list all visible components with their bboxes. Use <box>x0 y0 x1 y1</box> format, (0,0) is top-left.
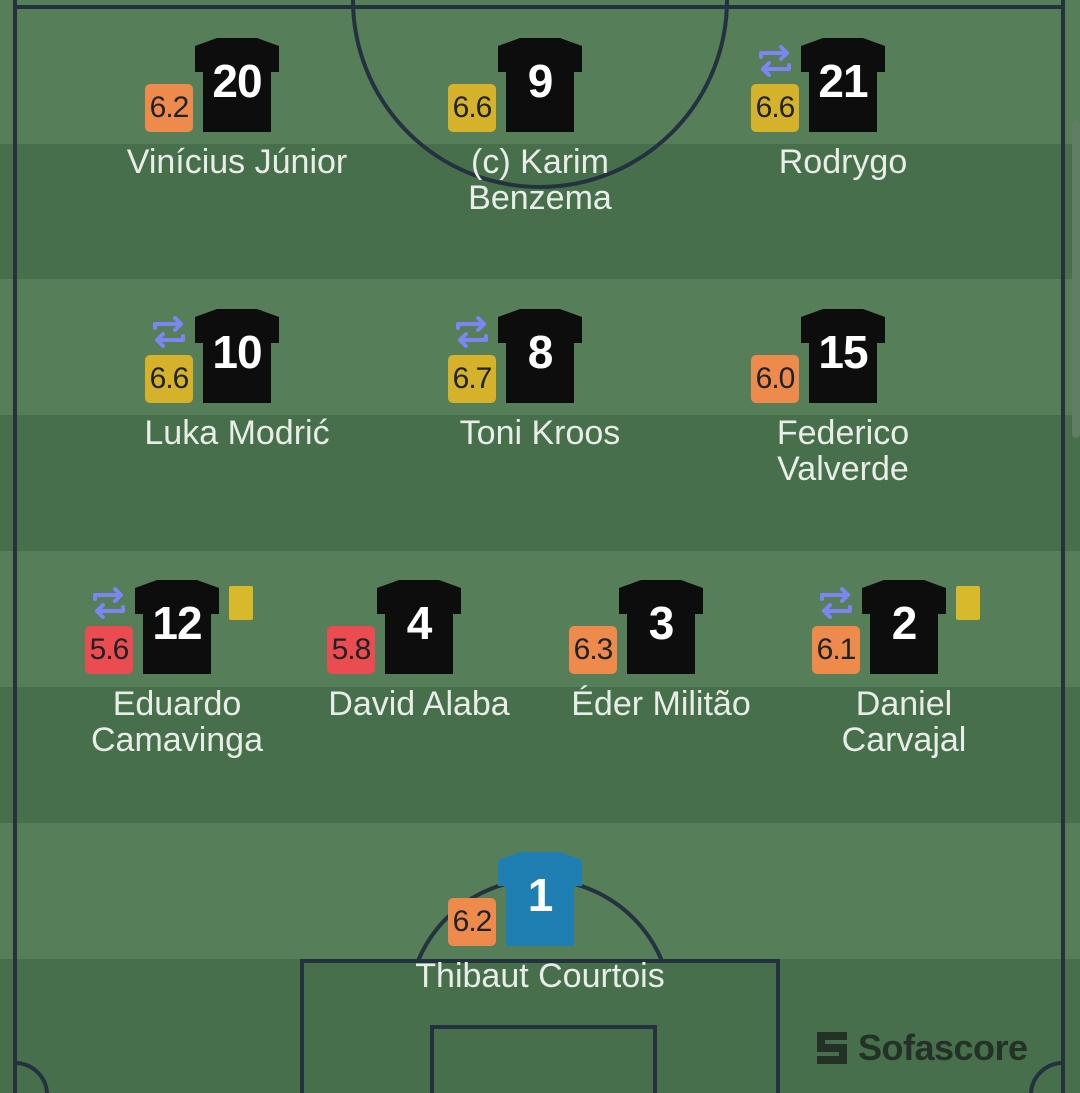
player-name-line: Federico <box>776 414 910 452</box>
player-rating: 6.2 <box>448 898 496 946</box>
yellow-card-icon <box>956 586 980 620</box>
jersey: 12 <box>135 580 219 674</box>
jersey-icon <box>801 38 885 132</box>
player-rating: 6.2 <box>145 84 193 132</box>
player-name-line: (c) Karim <box>471 143 609 181</box>
yellow-card-icon <box>229 586 253 620</box>
jersey-icon <box>498 852 582 946</box>
jersey-icon <box>801 309 885 403</box>
player-name-line: Luka Modrić <box>144 414 330 452</box>
jersey-number: 9 <box>527 55 554 107</box>
swap-arrows-icon <box>153 316 185 348</box>
player-name: Thibaut Courtois <box>410 958 670 994</box>
jersey: 21 <box>801 38 885 132</box>
jersey-number: 2 <box>891 597 918 649</box>
player-name-line: Camavinga <box>91 721 263 759</box>
pitch-stripe <box>0 144 1080 279</box>
player-name-line: Benzema <box>468 179 612 217</box>
jersey: 9 <box>498 38 582 132</box>
jersey-number: 21 <box>818 55 868 107</box>
jersey: 20 <box>195 38 279 132</box>
jersey-icon <box>195 38 279 132</box>
jersey-number: 8 <box>527 326 554 378</box>
player-name-line: Carvajal <box>841 721 967 759</box>
player-rating: 6.0 <box>751 355 799 403</box>
jersey: 4 <box>377 580 461 674</box>
jersey-icon <box>619 580 703 674</box>
jersey-number: 1 <box>527 869 554 921</box>
pitch-stripe <box>0 687 1080 823</box>
player-name-line: Daniel <box>855 685 953 723</box>
jersey: 1 <box>498 852 582 946</box>
jersey-icon <box>498 38 582 132</box>
jersey-icon <box>135 580 219 674</box>
player-rating: 6.6 <box>145 355 193 403</box>
brand-name: Sofascore <box>858 1027 1028 1068</box>
pitch-stripe <box>0 415 1080 551</box>
jersey-number: 3 <box>648 597 675 649</box>
jersey-icon <box>377 580 461 674</box>
jersey-number: 12 <box>152 597 202 649</box>
jersey-icon <box>195 309 279 403</box>
player-rating: 5.6 <box>85 626 133 674</box>
jersey: 8 <box>498 309 582 403</box>
player-name-line: Rodrygo <box>778 143 908 181</box>
swap-arrows-icon <box>93 587 125 619</box>
player-name-line: David Alaba <box>328 685 510 723</box>
player-name: Vinícius Júnior <box>107 144 367 180</box>
player-name-line: Valverde <box>777 450 909 488</box>
player-rating: 6.6 <box>751 84 799 132</box>
scrollbar[interactable] <box>1072 120 1080 438</box>
jersey: 10 <box>195 309 279 403</box>
swap-arrows-icon <box>456 316 488 348</box>
player-name-line: Thibaut Courtois <box>415 957 665 995</box>
jersey-number: 15 <box>818 326 868 378</box>
player-name: David Alaba <box>289 686 549 722</box>
swap-arrows-icon <box>759 45 791 77</box>
player-name: Toni Kroos <box>410 415 670 451</box>
player-rating: 6.1 <box>812 626 860 674</box>
player-name: Rodrygo <box>713 144 973 180</box>
player-rating: 5.8 <box>327 626 375 674</box>
jersey-icon <box>862 580 946 674</box>
sofascore-logo-icon <box>817 1032 847 1064</box>
player-name-line: Éder Militão <box>571 685 751 723</box>
player-name: Luka Modrić <box>107 415 367 451</box>
player-rating: 6.3 <box>569 626 617 674</box>
sofascore-brand: Sofascore <box>814 1027 1028 1068</box>
swap-arrows-icon <box>820 587 852 619</box>
player-rating: 6.7 <box>448 355 496 403</box>
jersey: 3 <box>619 580 703 674</box>
player-rating: 6.6 <box>448 84 496 132</box>
jersey: 15 <box>801 309 885 403</box>
player-name-line: Vinícius Júnior <box>126 143 348 181</box>
jersey-number: 10 <box>212 326 262 378</box>
jersey-number: 4 <box>406 597 433 649</box>
player-name: Éder Militão <box>531 686 791 722</box>
player-name-line: Toni Kroos <box>459 414 621 452</box>
jersey-number: 20 <box>212 55 262 107</box>
player-name-line: Eduardo <box>112 685 242 723</box>
jersey-icon <box>498 309 582 403</box>
jersey: 2 <box>862 580 946 674</box>
